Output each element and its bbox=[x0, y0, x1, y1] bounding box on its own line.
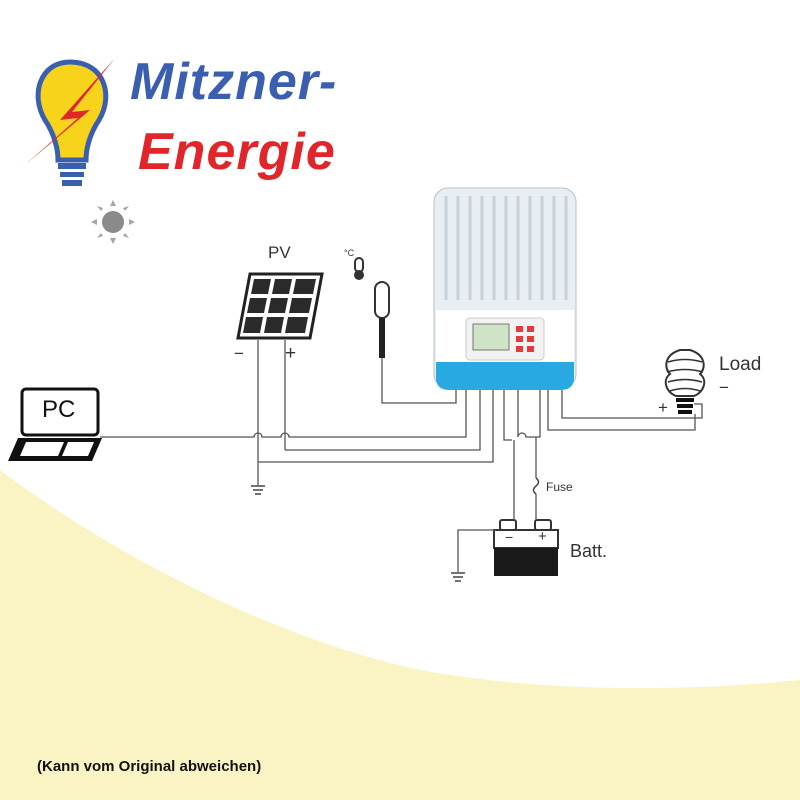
thermometer-icon bbox=[354, 257, 364, 280]
fuse-icon bbox=[532, 477, 540, 495]
batt-plus-label: + bbox=[538, 528, 547, 545]
battery-icon bbox=[493, 519, 559, 576]
load-minus-label: − bbox=[719, 378, 729, 397]
background-wave bbox=[0, 470, 800, 800]
brand-line-2: Energie bbox=[138, 123, 336, 181]
temperature-probe-icon bbox=[374, 281, 390, 358]
wires bbox=[100, 340, 703, 572]
brand-line-1: Mitzner- bbox=[130, 53, 338, 111]
load-plus-label: + bbox=[658, 398, 668, 417]
charge-controller-icon bbox=[433, 187, 577, 390]
load-label: Load bbox=[719, 354, 762, 375]
solar-panel-icon bbox=[236, 272, 324, 340]
batt-minus-label: − bbox=[505, 529, 514, 545]
load-bulb-icon bbox=[664, 349, 706, 414]
sun-icon bbox=[91, 200, 135, 244]
temp-unit-label: °C bbox=[344, 248, 355, 258]
pv-label: PV bbox=[268, 243, 291, 262]
pc-label: PC bbox=[42, 396, 76, 423]
pv-plus-label: + bbox=[285, 343, 297, 364]
ground-icon bbox=[251, 485, 465, 582]
laptop-icon bbox=[8, 387, 102, 461]
fuse-label: Fuse bbox=[546, 480, 573, 494]
batt-label: Batt. bbox=[570, 541, 608, 561]
lightbulb-lightning-icon bbox=[25, 58, 115, 186]
disclaimer-footnote: (Kann vom Original abweichen) bbox=[37, 758, 262, 775]
pv-minus-label: − bbox=[234, 344, 244, 363]
